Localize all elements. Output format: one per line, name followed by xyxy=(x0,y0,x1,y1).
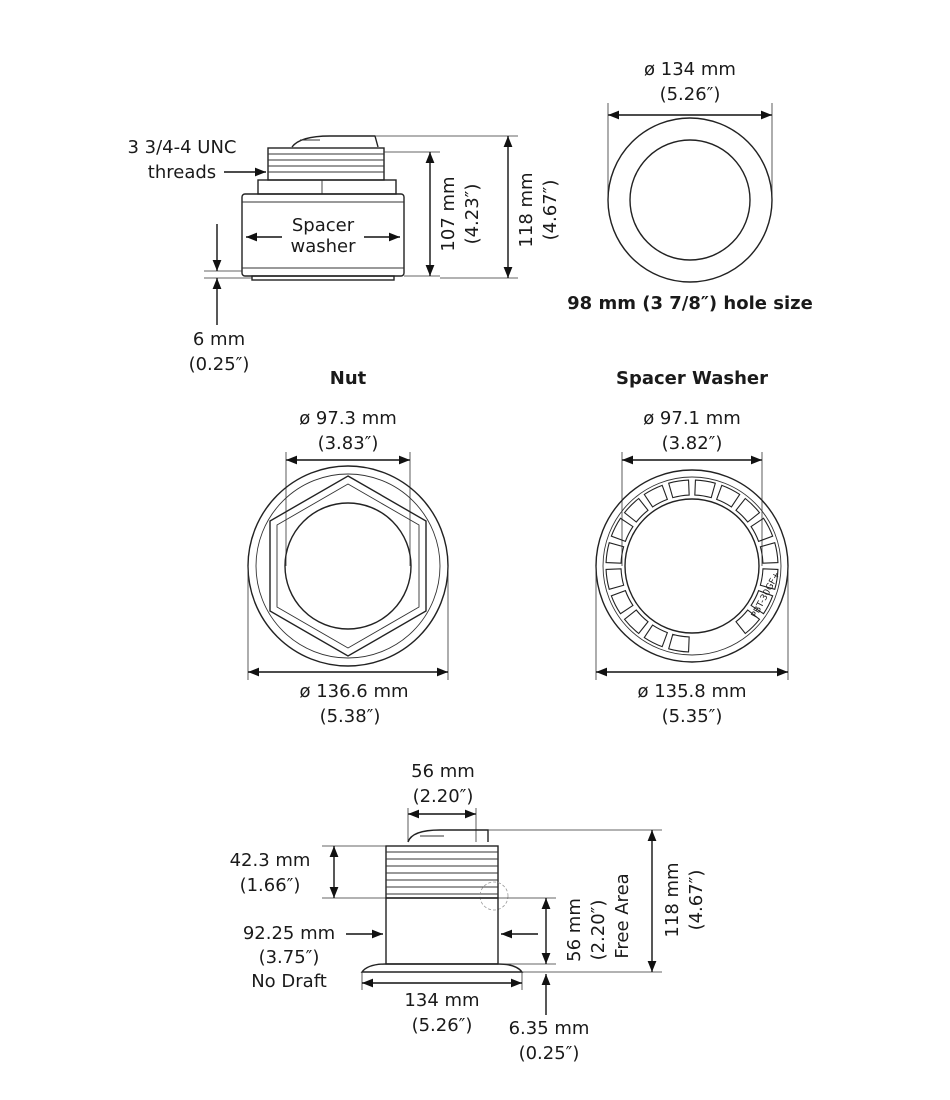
bottom-body xyxy=(385,897,499,965)
washer-title: Spacer Washer xyxy=(616,368,768,389)
bottom-thread-lines xyxy=(386,851,498,895)
nut-rim-circle xyxy=(255,473,441,659)
flange-thk-mm: 6.35 mm xyxy=(509,1018,590,1039)
washer-pocket xyxy=(668,479,690,499)
bottom-thread-mm: 42.3 mm xyxy=(230,850,311,871)
bottom-thread-in: (1.66″) xyxy=(240,875,301,896)
side-view: Spacer washer 3 3/4-4 UNC threads 107 mm… xyxy=(127,135,561,375)
thread-detail-circle xyxy=(479,881,509,911)
nut-outer-in: (5.38″) xyxy=(320,706,381,727)
washer-outer-mm: ø 135.8 mm xyxy=(637,681,746,702)
dim-6-mm: 6 mm xyxy=(193,329,245,350)
washer-pocket xyxy=(610,517,634,543)
connector-housing xyxy=(291,135,379,148)
washer-pocket xyxy=(643,484,669,508)
washer-pocket xyxy=(759,542,779,564)
bottom-flange xyxy=(360,963,524,973)
bottom-body-in: (3.75″) xyxy=(259,947,320,968)
thread-lines xyxy=(268,153,384,173)
bottom-side-view: 56 mm (2.20″) 42.3 mm (1.66″) xyxy=(230,761,707,1064)
total-height-in: (4.67″) xyxy=(686,870,707,931)
washer-pocket xyxy=(610,589,634,615)
bottom-body-mm: 92.25 mm xyxy=(243,923,335,944)
threaded-neck xyxy=(267,147,385,181)
bottom-top-mm: 56 mm xyxy=(411,761,475,782)
nut-hex-chamfer xyxy=(276,483,420,649)
nut-outer-mm: ø 136.6 mm xyxy=(299,681,408,702)
washer-pocket xyxy=(735,497,761,523)
dim-118-mm: 118 mm xyxy=(516,172,537,247)
dim-118-in: (4.67″) xyxy=(540,180,561,241)
nut-outer-circle xyxy=(247,465,449,667)
free-area-label: Free Area xyxy=(612,873,633,958)
nut-view: Nut ø 97.3 mm (3.83″) ø 136.6 mm (5.38″) xyxy=(247,368,449,727)
nut-hex xyxy=(269,475,427,657)
free-area-mm: 56 mm xyxy=(564,898,585,962)
free-area-in: (2.20″) xyxy=(588,900,609,961)
spacer-label-line1: Spacer xyxy=(292,215,355,236)
top-dia-in: (5.26″) xyxy=(660,84,721,105)
bottom-threaded-section xyxy=(385,845,499,899)
threads-label-line1: 3 3/4-4 UNC xyxy=(127,137,236,158)
top-dia-mm: ø 134 mm xyxy=(644,59,736,80)
washer-inner-mm: ø 97.1 mm xyxy=(643,408,741,429)
washer-pocket xyxy=(643,624,669,648)
flange-lip xyxy=(251,275,395,281)
threads-label-line2: threads xyxy=(148,162,216,183)
nut-title: Nut xyxy=(330,368,367,389)
bottom-flange-mm: 134 mm xyxy=(404,990,479,1011)
washer-pocket xyxy=(623,497,649,523)
outer-flange-circle xyxy=(607,117,773,283)
total-height-mm: 118 mm xyxy=(662,862,683,937)
washer-part-marking: PBT-30GF+ xyxy=(750,570,783,619)
washer-pocket xyxy=(605,542,625,564)
dim-6-in: (0.25″) xyxy=(189,354,250,375)
dim-107-mm: 107 mm xyxy=(438,176,459,251)
washer-pocket xyxy=(668,633,690,653)
flange-thk-in: (0.25″) xyxy=(519,1043,580,1064)
washer-inner-in: (3.82″) xyxy=(662,433,723,454)
nut-inner-mm: ø 97.3 mm xyxy=(299,408,397,429)
washer-pocket xyxy=(623,609,649,635)
washer-pocket xyxy=(750,589,774,615)
washer-pocket xyxy=(715,484,741,508)
spacer-label-line2: washer xyxy=(290,236,356,257)
inner-face-circle xyxy=(629,139,751,261)
washer-bore-circle xyxy=(624,498,760,634)
bottom-connector xyxy=(407,829,489,843)
washer-pocket xyxy=(735,609,761,635)
washer-outer-in: (5.35″) xyxy=(662,706,723,727)
nut-inner-in: (3.83″) xyxy=(318,433,379,454)
washer-pocket xyxy=(750,517,774,543)
hole-size-label: 98 mm (3 7/8″) hole size xyxy=(567,293,813,314)
washer-pocket xyxy=(694,479,716,499)
washer-pockets xyxy=(605,479,779,653)
no-draft-label: No Draft xyxy=(251,971,327,992)
washer-rim-circle xyxy=(602,476,782,656)
washer-pocket xyxy=(759,568,779,590)
washer-pocket xyxy=(605,568,625,590)
bottom-flange-in: (5.26″) xyxy=(412,1015,473,1036)
nut-bore-circle xyxy=(284,502,412,630)
bottom-top-in: (2.20″) xyxy=(413,786,474,807)
spacer-washer-view: Spacer Washer ø 97.1 mm (3.82″) PBT-30GF… xyxy=(595,368,789,727)
top-view: ø 134 mm (5.26″) 98 mm (3 7/8″) hole siz… xyxy=(567,59,813,314)
dim-107-in: (4.23″) xyxy=(462,184,483,245)
collar xyxy=(257,179,397,195)
